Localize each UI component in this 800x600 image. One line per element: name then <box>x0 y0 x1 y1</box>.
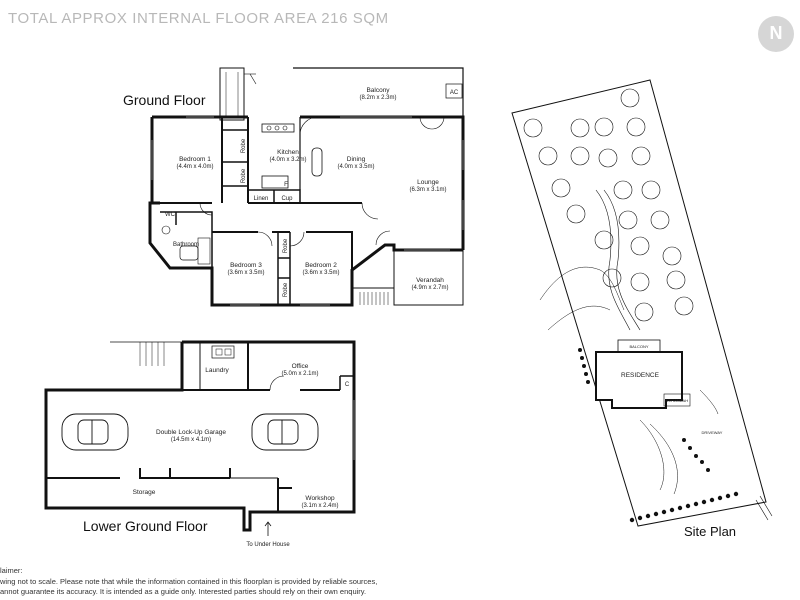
lower-ground-floor-title: Lower Ground Floor <box>83 518 208 534</box>
lower-ground-floor-plan <box>44 340 356 536</box>
workshop-dims: (3.1m x 2.4m) <box>301 503 338 509</box>
dining-dims: (4.0m x 3.5m) <box>337 164 374 170</box>
bedroom2-label: Bedroom 2 <box>305 262 337 269</box>
workshop-label: Workshop <box>305 495 335 502</box>
bedroom1-dims: (4.4m x 4.0m) <box>176 164 213 170</box>
site-verandah-label: VERANDAH <box>666 398 688 403</box>
site-plan <box>511 79 773 527</box>
linen-label: Linen <box>254 196 269 202</box>
driveway-label: DRIVEWAY <box>702 430 723 435</box>
wc-label: WC <box>165 212 176 218</box>
lounge-label: Lounge <box>417 179 439 186</box>
kitchen-dims: (4.0m x 3.2m) <box>269 157 306 163</box>
ground-floor-plan <box>148 67 465 307</box>
garage-dims: (14.5m x 4.1m) <box>171 437 211 443</box>
disclaimer-title: laimer: <box>0 566 23 575</box>
bedroom1-label: Bedroom 1 <box>179 156 211 163</box>
residence-label: RESIDENCE <box>621 372 660 379</box>
balcony-dims: (8.2m x 2.3m) <box>359 95 396 101</box>
site-tree-icons <box>523 88 694 322</box>
office-dims: (5.0m x 2.1m) <box>281 371 318 377</box>
ground-floor-title: Ground Floor <box>123 92 206 108</box>
verandah-label: Verandah <box>416 277 444 284</box>
under-house-label: To Under House <box>246 542 290 548</box>
bathroom-label: Bathroom <box>173 242 199 248</box>
site-plan-title: Site Plan <box>684 524 737 539</box>
cupboard-label: Cup <box>281 196 293 202</box>
site-plan-labels: RESIDENCE BALCONY VERANDAH DRIVEWAY <box>621 344 723 435</box>
site-shrub-icons <box>578 348 739 523</box>
closet-label: C <box>345 382 350 388</box>
robe-label: Robe <box>283 238 289 253</box>
robe-label: Robe <box>283 282 289 297</box>
kitchen-label: Kitchen <box>277 149 299 156</box>
total-floor-area-heading: TOTAL APPROX INTERNAL FLOOR AREA 216 SQM <box>8 10 389 27</box>
robe-label: Robe <box>241 138 247 153</box>
bedroom3-label: Bedroom 3 <box>230 262 262 269</box>
disclaimer-line-2: annot guarantee its accuracy. It is inte… <box>0 587 367 596</box>
car-icon <box>251 413 319 451</box>
fridge-label: F <box>284 182 288 188</box>
bedroom3-dims: (3.6m x 3.5m) <box>227 270 264 276</box>
dining-label: Dining <box>347 156 366 163</box>
lounge-dims: (6.3m x 3.1m) <box>409 187 446 193</box>
lower-ground-floor-labels: Laundry Office (5.0m x 2.1m) C Double Lo… <box>133 363 350 548</box>
office-label: Office <box>292 363 309 370</box>
verandah-dims: (4.9m x 2.7m) <box>411 285 448 291</box>
laundry-label: Laundry <box>205 367 229 374</box>
bedroom2-dims: (3.6m x 3.5m) <box>302 270 339 276</box>
disclaimer-line-1: wing not to scale. Please note that whil… <box>0 577 378 586</box>
car-icon <box>61 413 129 451</box>
ground-floor-labels: Balcony (8.2m x 2.3m) AC Bedroom 1 (4.4m… <box>165 87 459 297</box>
north-compass-icon: N <box>758 16 794 52</box>
site-balcony-label: BALCONY <box>629 344 648 349</box>
storage-label: Storage <box>133 489 156 496</box>
garage-label: Double Lock-Up Garage <box>156 429 226 436</box>
robe-label: Robe <box>241 168 247 183</box>
balcony-label: Balcony <box>366 87 390 94</box>
ac-label: AC <box>450 90 459 96</box>
compass-letter: N <box>769 23 783 43</box>
